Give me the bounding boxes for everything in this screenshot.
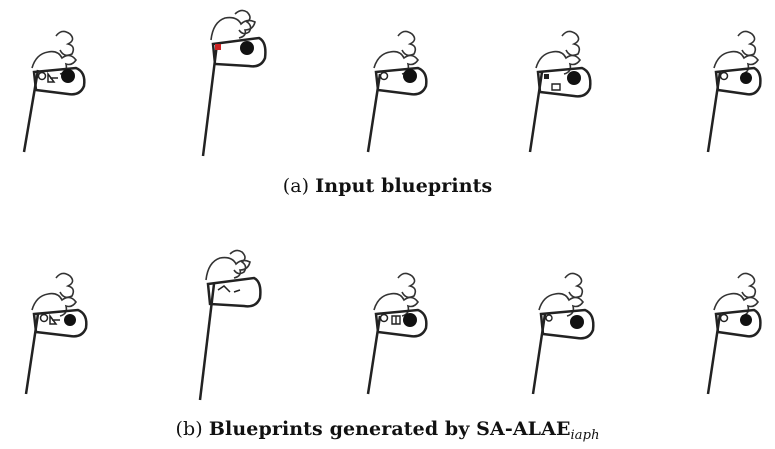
input-blueprint-2 bbox=[201, 9, 267, 157]
generated-blueprint-1 bbox=[24, 272, 88, 395]
caption-a: (a) Input blueprints bbox=[0, 175, 775, 197]
caption-b-tag: (b) bbox=[175, 418, 203, 440]
input-blueprint-3 bbox=[366, 30, 428, 153]
caption-b: (b) Blueprints generated by SA-ALAEiaph bbox=[0, 418, 775, 443]
generated-blueprint-4 bbox=[531, 272, 595, 395]
caption-b-title: Blueprints generated by SA-ALAE bbox=[208, 418, 571, 440]
caption-a-title: Input blueprints bbox=[315, 175, 493, 197]
generated-blueprint-2 bbox=[198, 249, 262, 401]
input-blueprint-4 bbox=[528, 30, 592, 153]
generated-blueprint-3 bbox=[366, 272, 428, 395]
caption-a-tag: (a) bbox=[282, 175, 310, 197]
caption-b-subscript: iaph bbox=[570, 428, 600, 443]
input-blueprint-1 bbox=[22, 30, 86, 153]
generated-blueprint-5 bbox=[706, 272, 762, 395]
input-blueprint-5 bbox=[706, 30, 762, 153]
